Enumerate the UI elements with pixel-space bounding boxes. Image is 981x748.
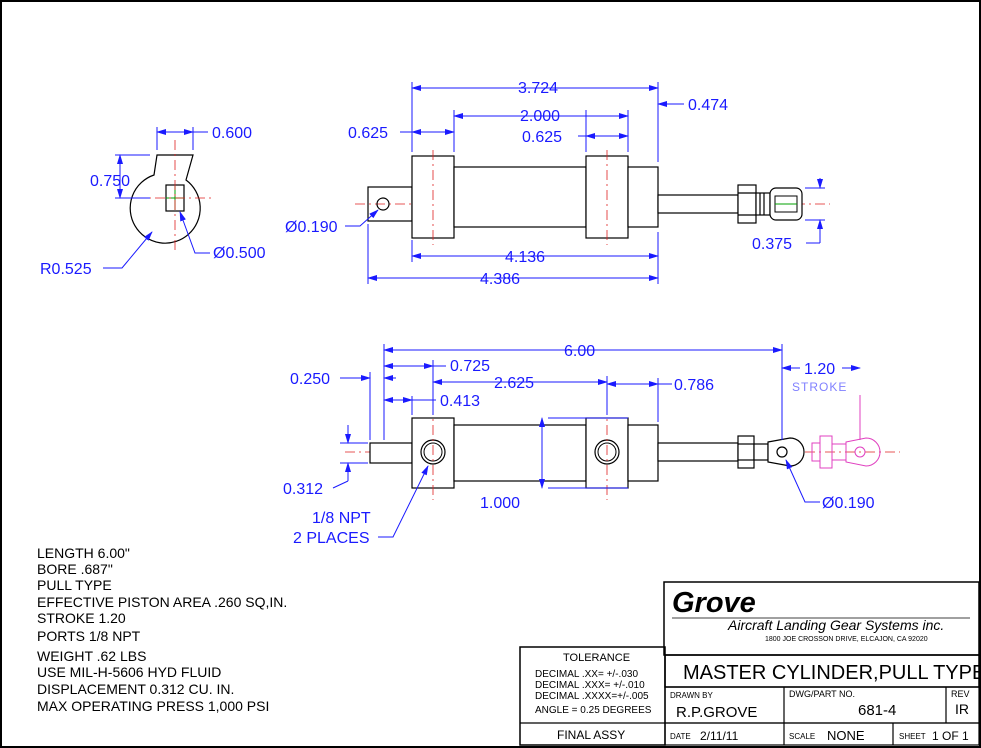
spec-note-7: WEIGHT .62 LBS bbox=[37, 648, 146, 664]
side-view-hole-dim: Ø0.190 bbox=[822, 495, 875, 512]
side-view-rod-end bbox=[767, 437, 805, 467]
side-view-6-dim: 6.00 bbox=[564, 343, 595, 360]
end-view-height-dim: 0.750 bbox=[90, 173, 130, 190]
side-view-250-dim: 0.250 bbox=[290, 371, 330, 388]
drawn-by: R.P.GROVE bbox=[676, 704, 757, 721]
top-view: 3.724 2.000 0.625 0.625 0.474 Ø0.190 4.1… bbox=[285, 80, 830, 288]
side-view-stroke-label: STROKE bbox=[792, 380, 847, 394]
sheet-value: 1 OF 1 bbox=[932, 729, 969, 743]
top-view-right-flange-dim: 0.625 bbox=[522, 129, 562, 146]
side-view-413-dim: 0.413 bbox=[440, 393, 480, 410]
spec-note-9: DISPLACEMENT 0.312 CU. IN. bbox=[37, 681, 234, 697]
side-view-ports-line1: 1/8 NPT bbox=[312, 510, 371, 527]
title-block: Grove Aircraft Landing Gear Systems inc.… bbox=[519, 581, 981, 746]
side-view-ports-line2: 2 PLACES bbox=[293, 530, 369, 547]
spec-note-6: PORTS 1/8 NPT bbox=[37, 628, 141, 644]
spec-note-2: BORE .687" bbox=[37, 561, 113, 577]
top-view-barrel bbox=[453, 166, 587, 228]
spec-notes: LENGTH 6.00"BORE .687"PULL TYPEEFFECTIVE… bbox=[37, 545, 287, 714]
top-view-3724-dim: 3.724 bbox=[518, 80, 558, 97]
tolerance-line-4: ANGLE = 0.25 DEGREES bbox=[535, 705, 652, 716]
end-view-radius-dim: R0.525 bbox=[40, 261, 92, 278]
top-view-nut bbox=[737, 184, 757, 224]
company-address: 1800 JOE CROSSON DRIVE, ELCAJON, CA 9202… bbox=[765, 636, 928, 643]
company-logo: Grove bbox=[672, 587, 756, 619]
spec-note-8: USE MIL-H-5606 HYD FLUID bbox=[37, 664, 221, 680]
side-view-clevis bbox=[369, 442, 413, 464]
top-view-rod bbox=[657, 194, 739, 214]
end-view: 0.600 0.750 R0.525 Ø0.500 bbox=[40, 125, 266, 278]
side-view-barrel bbox=[453, 424, 587, 482]
side-view-312-dim: 0.312 bbox=[283, 481, 323, 498]
end-view-outline bbox=[129, 154, 201, 244]
top-view-2000-dim: 2.000 bbox=[520, 108, 560, 125]
scale-label: SCALE bbox=[789, 732, 815, 741]
dwg-number: 681-4 bbox=[858, 702, 896, 719]
spec-note-3: PULL TYPE bbox=[37, 577, 112, 593]
drawing-title: MASTER CYLINDER,PULL TYPE bbox=[683, 662, 981, 684]
top-view-thread bbox=[755, 192, 771, 216]
sheet-label: SHEET bbox=[899, 732, 926, 741]
top-view-4136-dim: 4.136 bbox=[505, 249, 545, 266]
top-view-4386-dim: 4.386 bbox=[480, 271, 520, 288]
side-view-2625-dim: 2.625 bbox=[494, 375, 534, 392]
rev-value: IR bbox=[955, 701, 969, 717]
side-view: 6.00 1.20 STROKE 0.250 0.725 2.625 0.786… bbox=[283, 343, 900, 547]
company-name: Aircraft Landing Gear Systems inc. bbox=[727, 617, 944, 633]
date-value: 2/11/11 bbox=[700, 729, 739, 743]
side-view-stroke-phantom bbox=[811, 395, 881, 469]
side-view-1000-dim: 1.000 bbox=[480, 495, 520, 512]
side-view-nut bbox=[737, 435, 755, 469]
top-view-housing bbox=[627, 166, 659, 228]
side-view-725-dim: 0.725 bbox=[450, 358, 490, 375]
drawn-by-label: DRAWN BY bbox=[670, 691, 713, 700]
top-view-left-flange-dim: 0.625 bbox=[348, 125, 388, 142]
side-view-rod bbox=[657, 442, 739, 462]
end-view-hole-dim: Ø0.500 bbox=[213, 245, 266, 262]
final-assy: FINAL ASSY bbox=[557, 728, 625, 742]
dwg-label: DWG/PART NO. bbox=[789, 689, 855, 699]
top-view-rod-end-dim: 0.474 bbox=[688, 97, 728, 114]
date-label: DATE bbox=[670, 732, 691, 741]
spec-note-4: EFFECTIVE PISTON AREA .260 SQ,IN. bbox=[37, 594, 287, 610]
tolerance-line-3: DECIMAL .XXXX=+/-.005 bbox=[535, 691, 649, 702]
spec-note-1: LENGTH 6.00" bbox=[37, 545, 130, 561]
top-view-clevis-hole bbox=[376, 197, 390, 211]
tolerance-line-2: DECIMAL .XXX= +/-.010 bbox=[535, 680, 645, 691]
side-view-housing bbox=[627, 424, 659, 482]
tolerance-header: TOLERANCE bbox=[563, 652, 630, 664]
top-view-rod-dim: 0.375 bbox=[752, 236, 792, 253]
spec-note-5: STROKE 1.20 bbox=[37, 610, 126, 626]
side-view-stroke-dim: 1.20 bbox=[804, 361, 835, 378]
rev-label: REV bbox=[951, 689, 970, 699]
top-view-hole-dim: Ø0.190 bbox=[285, 219, 338, 236]
end-view-width-dim: 0.600 bbox=[212, 125, 252, 142]
side-view-786-dim: 0.786 bbox=[674, 377, 714, 394]
tolerance-line-1: DECIMAL .XX= +/-.030 bbox=[535, 669, 638, 680]
spec-note-10: MAX OPERATING PRESS 1,000 PSI bbox=[37, 698, 269, 714]
scale-value: NONE bbox=[827, 728, 865, 743]
